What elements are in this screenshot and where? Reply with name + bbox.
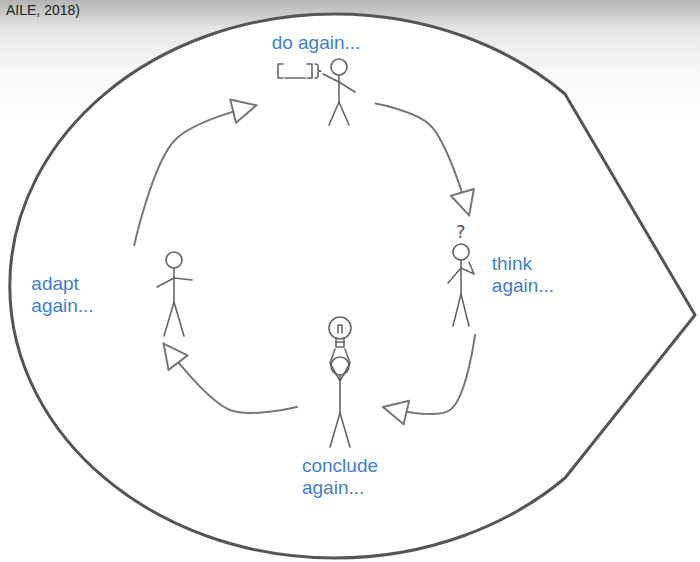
arrowhead: [383, 401, 409, 424]
arrowhead: [164, 344, 188, 370]
cycle-arrow: [383, 335, 475, 424]
stick-figure-drawing: [149, 250, 199, 340]
stick-figure-drawing: [310, 311, 370, 451]
cycle-arrow-line: [134, 105, 256, 245]
stick-figure: [261, 56, 371, 128]
cycle-arrow: [134, 100, 256, 246]
step-label: do again...: [272, 32, 361, 54]
stick-figure: [310, 311, 370, 451]
cycle-arrow: [376, 104, 474, 216]
step-figure: conclude again...: [302, 311, 378, 499]
cycle-arrow-line: [383, 335, 475, 414]
stick-figure-drawing: [261, 56, 371, 128]
step-label: conclude again...: [302, 455, 378, 499]
citation-fragment: AILE, 2018): [6, 2, 80, 18]
question-mark: ?: [456, 221, 466, 242]
arrowhead: [451, 189, 474, 215]
arrowhead: [230, 100, 256, 123]
step-figure: adapt again...: [31, 250, 198, 340]
step-label: think again...: [492, 253, 554, 297]
stick-figure: [149, 250, 199, 340]
cycle-arrow-line: [164, 344, 297, 413]
cycle-arrow: [164, 344, 297, 413]
step-figure: think again...: [436, 220, 554, 330]
step-figure: do again...: [261, 32, 371, 128]
step-label: adapt again...: [31, 273, 93, 317]
speech-bubble-outline: [10, 14, 695, 558]
